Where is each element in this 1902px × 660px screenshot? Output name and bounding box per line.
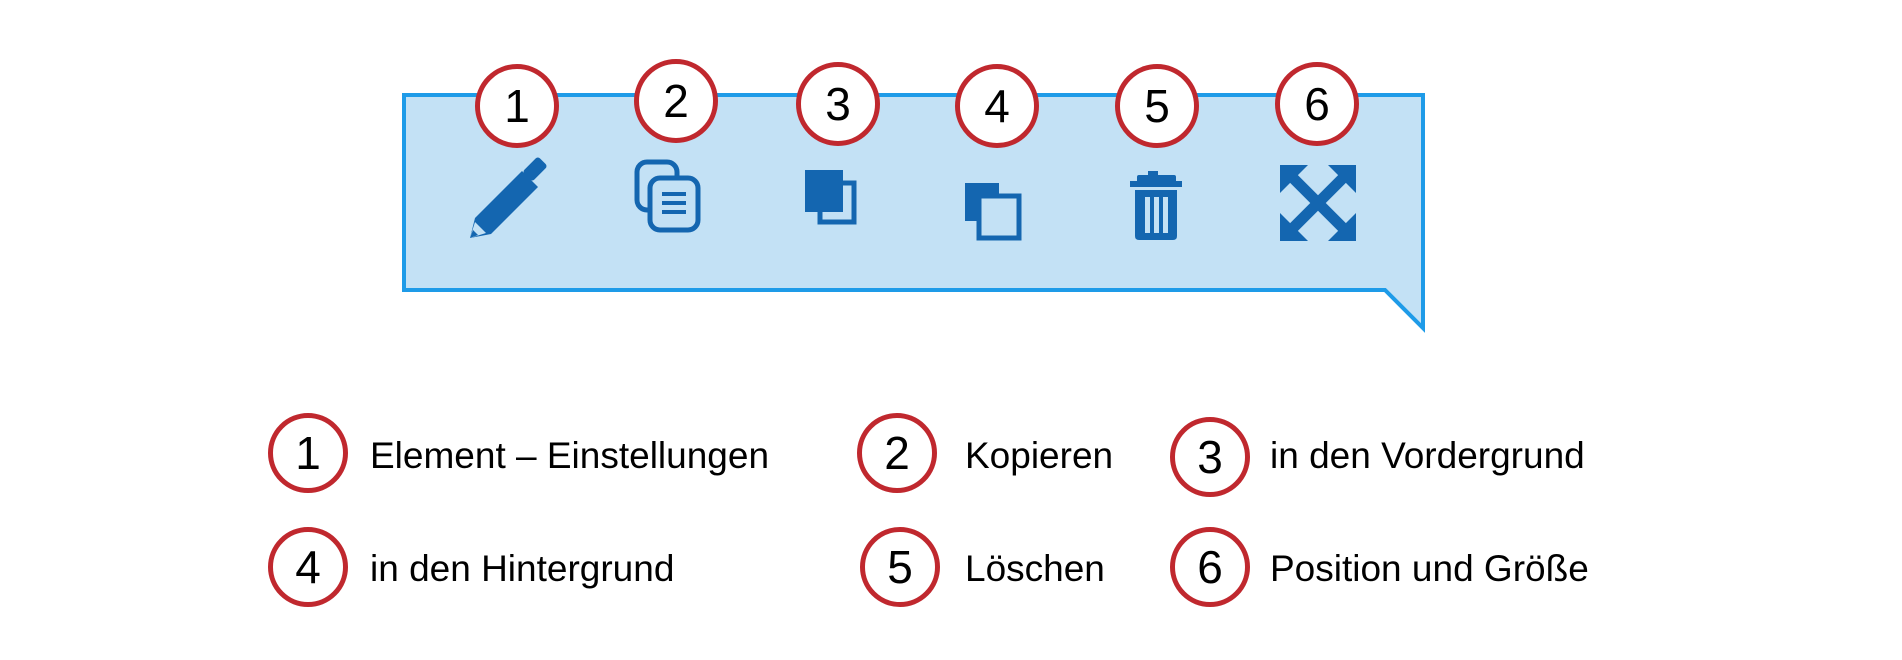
legend-badge-4: 4 bbox=[268, 527, 348, 607]
copy-icon[interactable] bbox=[634, 159, 701, 233]
element-toolbar bbox=[402, 93, 1425, 333]
toolbar-badge-3: 3 bbox=[796, 62, 880, 146]
legend-badge-3: 3 bbox=[1170, 417, 1250, 497]
legend-label-1: Element – Einstellungen bbox=[370, 435, 770, 476]
legend-badge-2: 2 bbox=[857, 413, 937, 493]
toolbar-panel bbox=[402, 93, 1425, 333]
toolbar-badge-6: 6 bbox=[1275, 62, 1359, 146]
toolbar-badge-5: 5 bbox=[1115, 64, 1199, 148]
toolbar-badge-1: 1 bbox=[475, 64, 559, 148]
legend-label-6: Position und Größe bbox=[1270, 548, 1589, 589]
legend-badge-6: 6 bbox=[1170, 527, 1250, 607]
legend-label-5: Löschen bbox=[965, 548, 1105, 589]
toolbar-badge-4: 4 bbox=[955, 64, 1039, 148]
legend-badge-5: 5 bbox=[860, 527, 940, 607]
bring-to-front-icon[interactable] bbox=[805, 170, 857, 225]
legend-label-2: Kopieren bbox=[965, 435, 1114, 476]
trash-icon[interactable] bbox=[1130, 171, 1182, 240]
toolbar-badge-2: 2 bbox=[634, 59, 718, 143]
send-to-back-icon[interactable] bbox=[965, 183, 1022, 241]
pencil-icon[interactable] bbox=[470, 156, 548, 238]
legend-label-4: in den Hintergrund bbox=[370, 548, 675, 589]
legend-label-3: in den Vordergrund bbox=[1270, 435, 1585, 476]
legend-badge-1: 1 bbox=[268, 413, 348, 493]
resize-arrows-icon[interactable] bbox=[1280, 165, 1356, 241]
